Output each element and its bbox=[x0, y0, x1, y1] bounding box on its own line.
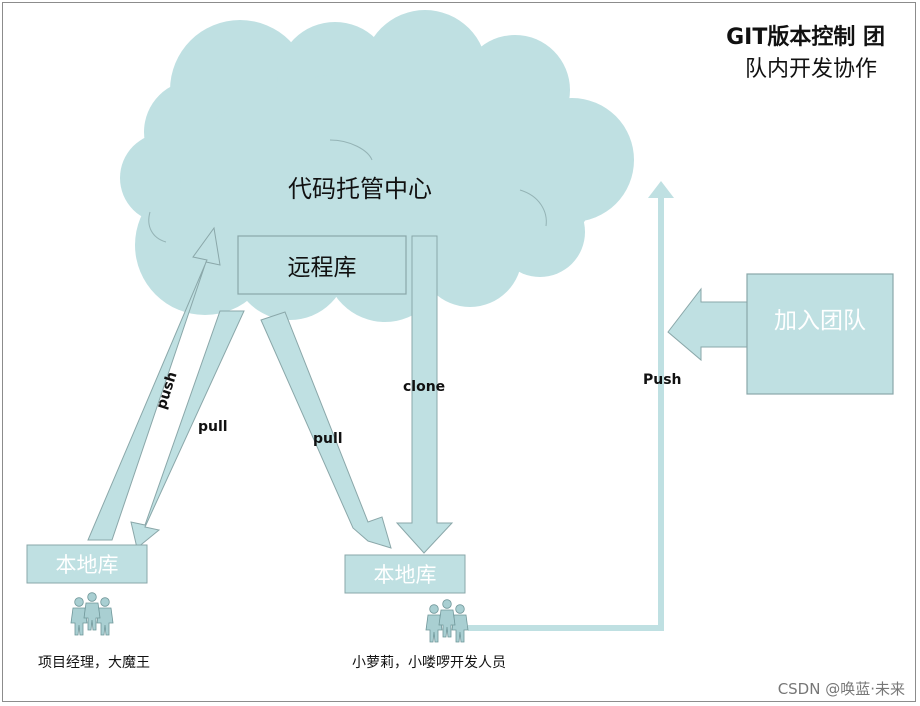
push-join-arrow bbox=[667, 287, 752, 362]
cloud-label: 代码托管中心 bbox=[288, 175, 432, 203]
remote-repo-label: 远程库 bbox=[288, 255, 357, 281]
push-arrow bbox=[87, 226, 221, 541]
push-connector bbox=[468, 194, 664, 631]
remote-repo-box: 远程库 bbox=[237, 235, 407, 295]
push-join-arrow-label: Push bbox=[643, 372, 682, 388]
pull-arrow-left-label: pull bbox=[198, 419, 228, 435]
push-connector-head bbox=[648, 181, 674, 198]
diagram-title-line2: 队内开发协作 bbox=[745, 57, 877, 82]
clone-arrow-label: clone bbox=[403, 379, 445, 395]
people-group-icon bbox=[70, 592, 114, 636]
people-group-icon bbox=[425, 599, 469, 643]
watermark: CSDN @唤蓝·未来 bbox=[778, 680, 905, 698]
arrows-layer bbox=[87, 181, 752, 631]
pull-arrow-left bbox=[130, 310, 245, 549]
diagram-title-line1: GIT版本控制 团 bbox=[726, 24, 885, 50]
join-team-box: 加入团队 bbox=[746, 273, 894, 395]
join-team-label: 加入团队 bbox=[774, 308, 866, 334]
local-repo-right-box: 本地库 bbox=[344, 554, 466, 594]
local-repo-left-label: 本地库 bbox=[56, 553, 119, 577]
pull-arrow-right-label: pull bbox=[313, 431, 343, 447]
local-repo-right-label: 本地库 bbox=[374, 563, 437, 587]
local-repo-left-box: 本地库 bbox=[26, 544, 148, 584]
person-left-caption: 项目经理，大魔王 bbox=[38, 655, 150, 671]
clone-arrow bbox=[395, 235, 454, 554]
person-right-caption: 小萝莉，小喽啰开发人员 bbox=[352, 655, 506, 671]
pull-arrow-right bbox=[260, 311, 392, 549]
